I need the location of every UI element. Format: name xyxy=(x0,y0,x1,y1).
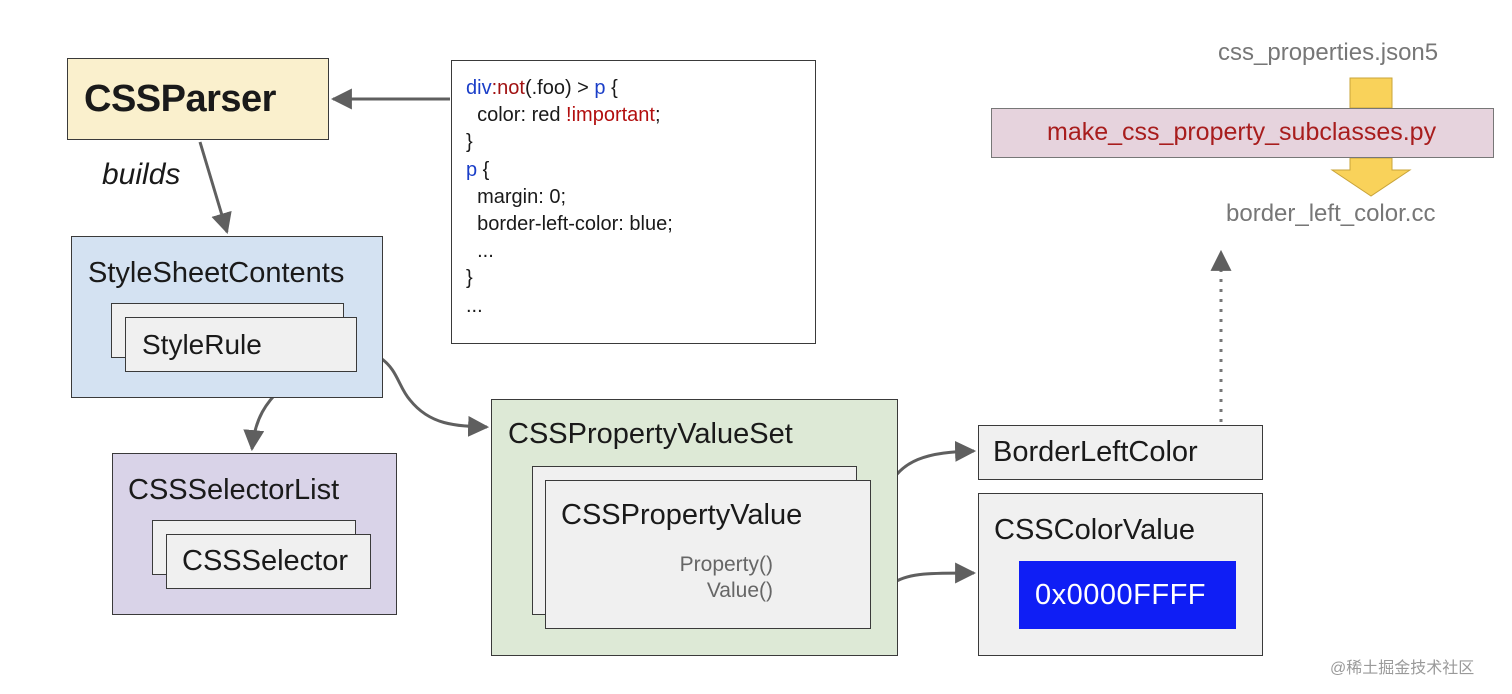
code-line-ellipsis-outer: ... xyxy=(466,294,483,317)
property-accessor-label: Property() xyxy=(679,553,773,576)
css-selector-label: CSSSelector xyxy=(182,545,349,577)
css-color-value-label: CSSColorValue xyxy=(994,514,1195,546)
css-selector-list-label: CSSSelectorList xyxy=(128,474,340,506)
builds-arrow xyxy=(198,141,232,235)
style-rule-label: StyleRule xyxy=(142,329,262,360)
json5-to-script-arrow xyxy=(1349,77,1393,109)
code-line-p: p { xyxy=(466,158,490,181)
builds-label: builds xyxy=(102,158,181,191)
style-rule-box: StyleRule xyxy=(125,317,357,372)
generator-script-label: make_css_property_subclasses.py xyxy=(1047,118,1437,146)
border-left-color-box: BorderLeftColor xyxy=(978,425,1263,480)
code-line-margin: margin: 0; xyxy=(466,185,567,208)
value-accessor-label: Value() xyxy=(706,579,773,602)
json5-source-label: css_properties.json5 xyxy=(1218,39,1439,66)
code-line-close-1: } xyxy=(466,131,473,154)
watermark: @稀土掘金技术社区 xyxy=(1330,660,1475,677)
color-swatch-hex: 0x0000FFFF xyxy=(1019,561,1236,629)
css-property-value-box: CSSPropertyValue xyxy=(545,480,871,629)
css-source-snippet: div:not(.foo) > p { color: red !importan… xyxy=(451,60,816,344)
css-parser-label: CSSParser xyxy=(84,78,276,120)
code-line-border: border-left-color: blue; xyxy=(466,213,673,236)
css-parser-box: CSSParser xyxy=(67,58,329,140)
css-selector-box: CSSSelector xyxy=(166,534,371,589)
css-property-value-set-label: CSSPropertyValueSet xyxy=(508,418,793,450)
color-hex-label: 0x0000FFFF xyxy=(1035,579,1206,611)
css-property-value-label: CSSPropertyValue xyxy=(561,499,803,531)
code-line-selector: div:not(.foo) > p { xyxy=(466,77,618,99)
script-to-output-arrow xyxy=(1330,157,1412,197)
generated-file-label: border_left_color.cc xyxy=(1226,200,1436,227)
code-line-ellipsis-inner: ... xyxy=(466,240,494,263)
code-line-color: color: red !important; xyxy=(466,104,661,127)
generator-script-box: make_css_property_subclasses.py xyxy=(991,108,1494,158)
code-line-close-2: } xyxy=(466,267,473,290)
stylesheet-contents-label: StyleSheetContents xyxy=(88,257,345,289)
border-left-color-label: BorderLeftColor xyxy=(993,436,1198,468)
